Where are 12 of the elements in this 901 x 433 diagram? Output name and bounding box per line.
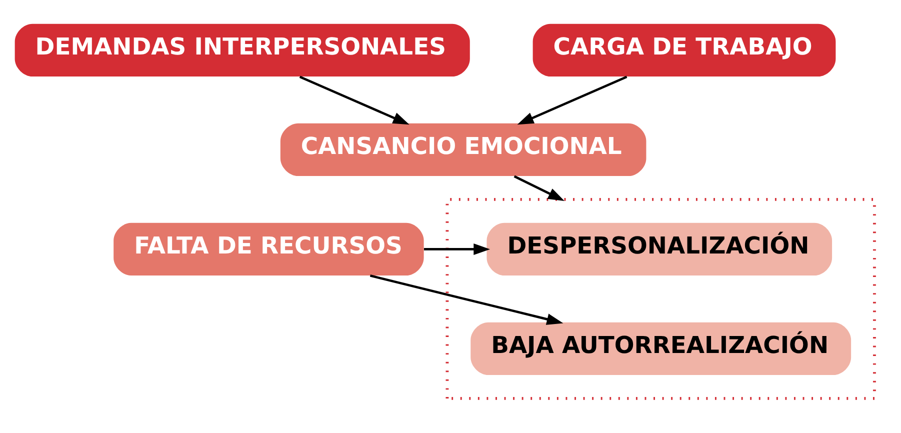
arrow	[370, 274, 564, 324]
cluster	[446, 197, 876, 400]
arrow	[424, 242, 490, 254]
node-box: CARGA DE TRABAJO	[532, 23, 836, 76]
node-box: BAJA AUTORREALIZACIÓN	[470, 322, 852, 375]
node-box: DEMANDAS INTERPERSONALES	[14, 23, 470, 76]
node-box: CANSANCIO EMOCIONAL	[280, 122, 646, 176]
arrow	[299, 75, 410, 124]
arrow	[514, 174, 565, 200]
arrow	[517, 75, 628, 124]
node-box: DESPERSONALIZACIÓN	[486, 222, 832, 276]
node-box: FALTA DE RECURSOS	[114, 222, 424, 276]
